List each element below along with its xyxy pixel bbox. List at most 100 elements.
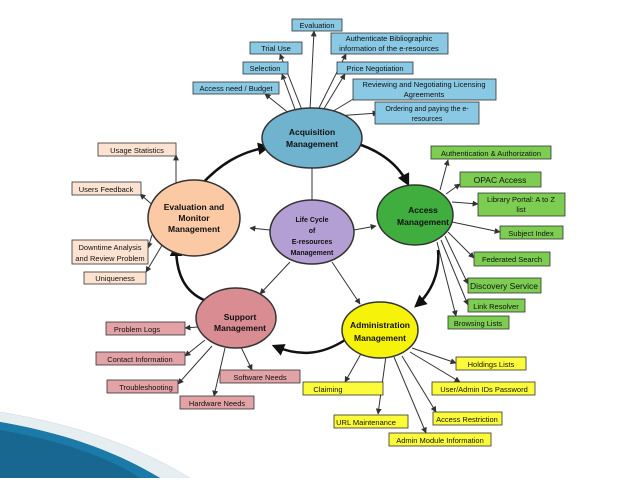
tag-trial-use[interactable]: Trial Use (249, 41, 303, 55)
tag-downtime-label-1: Downtime Analysis (79, 243, 142, 252)
tag-budget-label: Access need / Budget (200, 84, 274, 93)
support-label-1: Support (224, 312, 257, 322)
tag-licensing-label-2: Agreements (404, 90, 445, 99)
evaluation-tags: Usage Statistics Users Feedback Downtime… (71, 142, 177, 285)
tag-restriction-label: Access Restriction (436, 415, 498, 424)
acquisition-tags: Evaluation Trial Use Authenticate Biblio… (192, 18, 497, 125)
tag-price-negotiation[interactable]: Price Negotiation (336, 61, 414, 75)
tag-ordering[interactable]: Ordering and paying the e- resources (374, 101, 480, 125)
tag-module-label: Admin Module Information (396, 436, 484, 445)
tag-portal[interactable]: Library Portal: A to Z list (477, 192, 566, 217)
arrow-administration-to-support (271, 338, 346, 356)
tag-contact[interactable]: Contact Information (95, 351, 186, 366)
tag-holdings[interactable]: Holdings Lists (455, 356, 527, 371)
evaluation-hub[interactable]: Evaluation and Monitor Management (147, 179, 241, 257)
tag-uniqueness[interactable]: Uniqueness (83, 271, 147, 285)
tag-hardware[interactable]: Hardware Needs (179, 395, 255, 410)
cycle-arrows (169, 140, 440, 356)
tag-usage-label: Usage Statistics (110, 146, 164, 155)
tag-usage-statistics[interactable]: Usage Statistics (97, 142, 177, 157)
support-tags: Problem Logs Contact Information Softwar… (95, 321, 301, 410)
tag-claiming-label: Claiming (313, 385, 342, 394)
tag-passwords-label: User/Admin IDs Password (440, 385, 528, 394)
tag-licensing-label-1: Reviewing and Negotiating Licensing (363, 80, 486, 89)
center-label-2: of (309, 228, 316, 235)
tag-troubleshooting-label: Troubleshooting (119, 383, 173, 392)
access-connectors (436, 159, 501, 317)
acquisition-hub[interactable]: Acquisition Management (261, 107, 363, 169)
tag-url-label: URL Maintenance (336, 418, 396, 427)
access-tags: Authentication & Authorization OPAC Acce… (430, 145, 566, 330)
support-connectors (177, 324, 253, 397)
tag-trial-use-label: Trial Use (261, 44, 291, 53)
acquisition-connectors (264, 30, 379, 117)
tag-problem-logs[interactable]: Problem Logs (105, 321, 186, 336)
slide-banner (0, 412, 190, 478)
tag-discovery-label: Discovery Service (470, 281, 538, 291)
tag-budget[interactable]: Access need / Budget (192, 81, 280, 95)
tag-software[interactable]: Software Needs (219, 369, 301, 384)
tag-problem-logs-label: Problem Logs (114, 325, 161, 334)
acquisition-label-1: Acquisition (289, 127, 335, 137)
tag-claiming[interactable]: Claiming (302, 381, 384, 396)
administration-tags: Holdings Lists Claiming User/Admin IDs P… (302, 356, 536, 447)
tag-contact-label: Contact Information (107, 355, 172, 364)
tag-price-label: Price Negotiation (346, 64, 403, 73)
administration-hub[interactable]: Administration Management (341, 301, 419, 359)
tag-authenticate-label-1: Authenticate Bibliographic (346, 34, 433, 43)
tag-holdings-label: Holdings Lists (468, 360, 515, 369)
tag-selection-label: Selection (250, 64, 281, 73)
tag-federated-search[interactable]: Federated Search (473, 251, 551, 267)
administration-label-1: Administration (350, 320, 410, 330)
administration-label-2: Management (354, 333, 406, 343)
evaluation-label-3: Management (168, 224, 220, 234)
evaluation-label-1: Evaluation and (164, 202, 224, 212)
tag-subject-label: Subject Index (508, 229, 554, 238)
tag-link-resolver[interactable]: Link Resolver (467, 298, 526, 313)
tag-passwords[interactable]: User/Admin IDs Password (431, 381, 536, 396)
tag-auth-label: Authentication & Authorization (441, 149, 541, 158)
support-hub[interactable]: Support Management (195, 287, 277, 349)
center-spokes (249, 161, 377, 305)
tag-federated-label: Federated Search (482, 255, 542, 264)
tag-downtime-label-2: and Review Problem (75, 254, 144, 263)
tag-ordering-label-1: Ordering and paying the e- (385, 106, 469, 113)
access-hub[interactable]: Access Management (376, 184, 454, 246)
tag-selection[interactable]: Selection (242, 61, 289, 75)
tag-subject-index[interactable]: Subject Index (499, 225, 564, 240)
tag-opac[interactable]: OPAC Access (459, 171, 542, 188)
access-label-1: Access (408, 205, 438, 215)
tag-discovery[interactable]: Discovery Service (467, 277, 542, 294)
access-label-2: Management (397, 217, 449, 227)
tag-access-restriction[interactable]: Access Restriction (432, 411, 503, 426)
administration-connectors (344, 347, 461, 434)
tag-downtime[interactable]: Downtime Analysis and Review Problem (71, 239, 149, 265)
center-hub[interactable]: Life Cycle of E-resources Management (269, 199, 355, 265)
tag-browsing-label: Browsing Lists (454, 319, 503, 328)
evaluation-label-2: Monitor (178, 213, 210, 223)
arrow-acquisition-to-access (351, 140, 410, 187)
tag-opac-label: OPAC Access (474, 175, 527, 185)
acquisition-label-2: Management (286, 139, 338, 149)
support-label-2: Management (214, 323, 266, 333)
center-label-3: E-resources (292, 239, 333, 246)
tag-ordering-label-2: resources (412, 116, 443, 123)
tag-evaluation[interactable]: Evaluation (291, 18, 343, 32)
tag-authenticate-label-2: information of the e-resources (339, 44, 439, 53)
tag-troubleshooting[interactable]: Troubleshooting (106, 379, 179, 394)
arrow-access-to-administration (414, 249, 440, 308)
tag-licensing[interactable]: Reviewing and Negotiating Licensing Agre… (352, 78, 497, 101)
tag-admin-module[interactable]: Admin Module Information (388, 432, 492, 447)
tag-url-maintenance[interactable]: URL Maintenance (333, 414, 409, 429)
center-label-1: Life Cycle (295, 217, 328, 224)
tag-authentication[interactable]: Authentication & Authorization (430, 145, 552, 160)
tag-browsing[interactable]: Browsing Lists (447, 315, 510, 330)
tag-hardware-label: Hardware Needs (189, 399, 246, 408)
tag-software-label: Software Needs (233, 373, 287, 382)
tag-evaluation-label: Evaluation (299, 21, 334, 30)
tag-portal-label-2: list (516, 205, 526, 214)
tag-users-feedback[interactable]: Users Feedback (71, 181, 142, 196)
tag-authenticate[interactable]: Authenticate Bibliographic information o… (330, 32, 449, 55)
